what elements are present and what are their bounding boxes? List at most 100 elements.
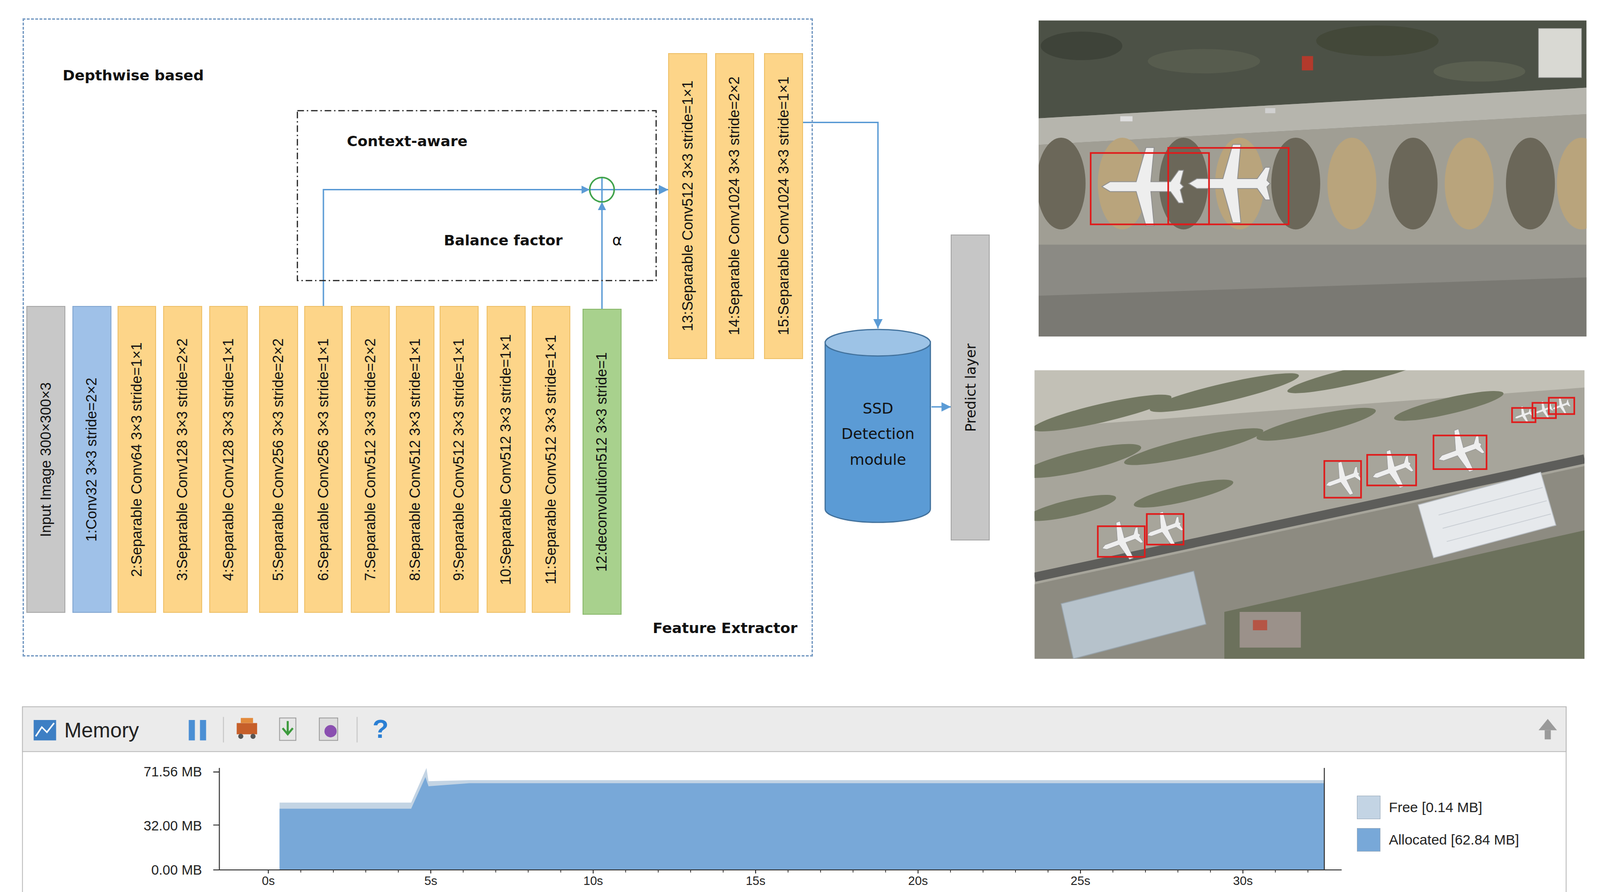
aerial-photo — [1367, 455, 1417, 486]
layer-bar: 7:Separable Conv512 3×3 stride=2×2 — [350, 306, 390, 614]
memory-icon — [33, 720, 57, 741]
allocation-icon — [319, 718, 338, 741]
axis-tick-label: 0.00 MB — [151, 862, 203, 878]
layer-bar: 10:Separable Conv512 3×3 stride=1×1 — [486, 306, 526, 614]
memory-panel — [300, 870, 1309, 873]
input-bar: Input Image 300×300×3 — [26, 306, 65, 614]
node-label: 12:deconvolution512 3×3 stride=1 — [593, 352, 610, 572]
aerial-photo — [1271, 137, 1321, 230]
aerial-photo — [1365, 444, 1418, 496]
aerial-photo — [1120, 116, 1133, 122]
heap-dump-icon — [279, 718, 297, 741]
axis-tick-label: 20s — [908, 874, 929, 889]
axis-tick-label: 30s — [1233, 874, 1254, 889]
pause-icon — [199, 720, 206, 741]
memory-panel — [22, 707, 1567, 752]
layer-bar: 4:Separable Conv128 3×3 stride=1×1 — [209, 306, 248, 614]
collapse-icon — [1538, 719, 1557, 740]
aerial-photo — [1034, 388, 1174, 439]
memory-panel — [222, 717, 224, 743]
aerial-photo — [1038, 20, 1587, 337]
gc-icon — [240, 718, 253, 724]
aerial-photo — [1392, 385, 1506, 427]
sum-symbol — [589, 177, 615, 203]
pause-icon — [188, 720, 195, 741]
node-label: 7:Separable Conv512 3×3 stride=2×2 — [362, 338, 379, 581]
memory-panel — [1324, 768, 1325, 871]
sum-symbol — [581, 185, 590, 194]
node-label: 4:Separable Conv128 3×3 stride=1×1 — [220, 338, 237, 581]
allocation-icon — [324, 725, 337, 738]
aerial-photo — [1433, 435, 1487, 470]
group-title: Depthwise based — [62, 66, 204, 85]
layer-bar: 5:Separable Conv256 3×3 stride=2×2 — [259, 306, 298, 614]
aerial-photo — [1040, 31, 1123, 61]
node-label: 8:Separable Conv512 3×3 stride=1×1 — [407, 338, 424, 581]
feature-extractor-region: Depthwise basedFeature ExtractorContext-… — [22, 18, 814, 657]
detection-cylinder: SSD Detection module — [824, 328, 932, 524]
aerial-photo — [1418, 472, 1556, 559]
aerial-photo — [1320, 457, 1366, 502]
aerial-photo — [1444, 137, 1494, 230]
heap-dump-icon — [282, 721, 293, 735]
aerial-photo — [1034, 489, 1118, 527]
node-label: 11:Separable Conv512 3×3 stride=1×1 — [543, 334, 560, 585]
axis-tick-label: 25s — [1070, 874, 1091, 889]
axis-tick-label: 32.00 MB — [143, 818, 203, 834]
axis-tick-label: 71.56 MB — [143, 764, 203, 780]
aerial-photo — [1301, 55, 1314, 71]
aerial-photo — [1538, 28, 1582, 78]
memory-panel — [213, 772, 220, 871]
legend-item: Allocated [62.84 MB] — [1356, 828, 1520, 852]
layer-bar: 14:Separable Conv1024 3×3 stride=2×2 — [715, 53, 754, 360]
connector-arrow — [803, 122, 879, 329]
gc-icon — [238, 733, 244, 740]
aerial-photo — [1090, 153, 1210, 225]
layer-bar: 1:Conv32 3×3 stride=2×2 — [72, 306, 111, 614]
gc-icon — [250, 733, 256, 740]
aerial-photo — [1265, 108, 1276, 114]
axis-tick-label: 15s — [745, 874, 766, 889]
aerial-photo — [1132, 474, 1236, 514]
layer-bar: 6:Separable Conv256 3×3 stride=1×1 — [304, 306, 343, 614]
pause-icon — [188, 720, 206, 741]
layer-bar: 2:Separable Conv64 3×3 stride=1×1 — [117, 306, 157, 614]
gc-icon — [236, 718, 257, 740]
aerial-photo — [1061, 571, 1206, 660]
node-label: 10:Separable Conv512 3×3 stride=1×1 — [497, 334, 514, 585]
legend-swatch — [1356, 828, 1381, 852]
collapse-icon — [1538, 719, 1557, 731]
layer-bar: 12:deconvolution512 3×3 stride=1 — [582, 308, 622, 615]
aerial-photo — [1102, 147, 1184, 227]
aerial-photo — [1505, 137, 1555, 230]
node-label: 1:Conv32 3×3 stride=2×2 — [83, 377, 100, 542]
memory-panel — [219, 869, 1342, 871]
aerial-photo — [1038, 20, 1587, 337]
aerial-photo — [1532, 402, 1556, 419]
layer-bar: 9:Separable Conv512 3×3 stride=1×1 — [439, 306, 479, 614]
node-label: 3:Separable Conv128 3×3 stride=2×2 — [174, 338, 191, 581]
legend-swatch — [1356, 796, 1381, 820]
connector-arrow — [931, 406, 951, 408]
legend-text: Free [0.14 MB] — [1388, 799, 1482, 816]
aerial-photo — [1038, 277, 1587, 337]
aerial-photo — [1038, 114, 1587, 245]
sum-symbol — [581, 177, 615, 211]
allocation-icon — [319, 718, 338, 741]
collapse-icon — [1544, 730, 1551, 741]
aerial-photo — [1038, 137, 1086, 230]
layer-bar: 8:Separable Conv512 3×3 stride=1×1 — [395, 306, 435, 614]
group-caption: Feature Extractor — [652, 619, 798, 638]
node-label: Input Image 300×300×3 — [38, 382, 55, 537]
node-label: 6:Separable Conv256 3×3 stride=1×1 — [315, 338, 332, 581]
node-label: SSD Detection module — [830, 395, 925, 473]
node-label: Predict layer — [962, 343, 978, 433]
node-label: 13:Separable Conv512 3×3 stride=1×1 — [679, 80, 696, 332]
aerial-photo — [1239, 612, 1301, 648]
aerial-photo — [1556, 137, 1587, 230]
allocated-memory-area — [279, 777, 1325, 871]
layer-bar: 15:Separable Conv1024 3×3 stride=1×1 — [764, 53, 803, 360]
aerial-photo — [1224, 530, 1585, 659]
aerial-photo — [1097, 526, 1145, 558]
